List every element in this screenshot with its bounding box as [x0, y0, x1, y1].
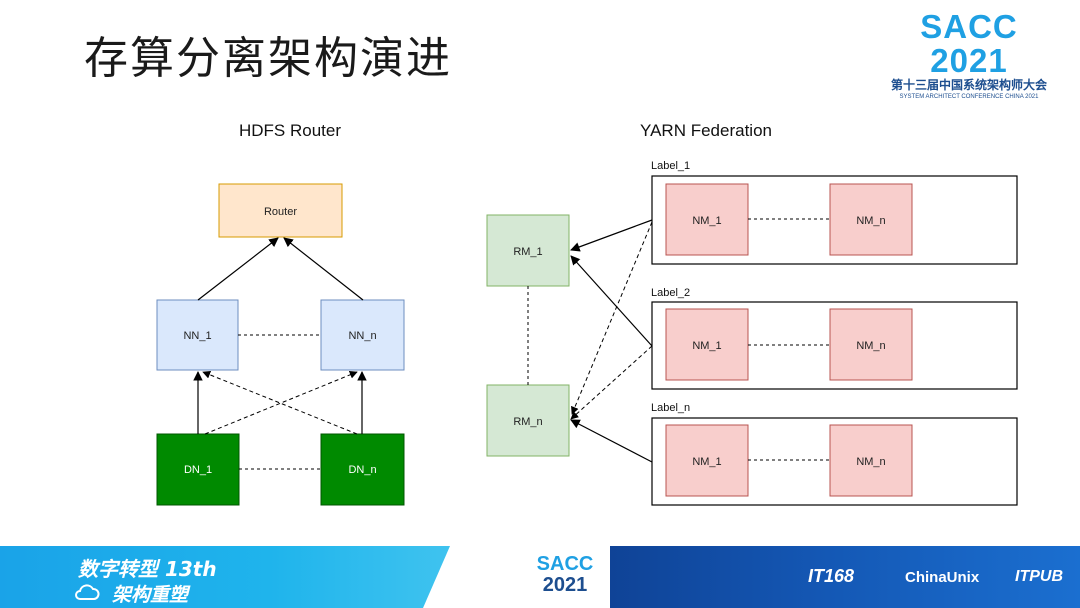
page-title: 存算分离架构演进: [84, 33, 452, 84]
dn1-to-nnn-dashed-arrow: [204, 371, 358, 435]
footer-banner: 数字转型 13th 架构重塑 IT168 ChinaUnix ITPUB SAC…: [0, 546, 1080, 608]
sponsor-itpub: ITPUB: [1015, 568, 1063, 585]
sponsor-chinaunix: ChinaUnix: [905, 569, 980, 586]
dnn-label: DN_n: [348, 464, 376, 476]
router-label: Router: [264, 206, 297, 218]
group1-label: Label_1: [651, 160, 690, 172]
label-group-n: Label_n NM_1 NM_n: [651, 402, 1018, 506]
architecture-diagram: HDFS Router Router NN_1 NN_n DN_1 DN_n Y…: [156, 121, 1018, 506]
nnn-node: NN_n: [320, 299, 405, 371]
dnn-to-nn1-dashed-arrow: [202, 370, 358, 435]
dn1-node: DN_1: [156, 433, 240, 506]
group2-to-rmn-dashed-arrow: [570, 345, 653, 420]
rmn-node: RM_n: [486, 384, 570, 457]
logo-sub-text: 第十三届中国系统架构师大会: [890, 78, 1047, 92]
group1-nmn-box: [829, 183, 913, 256]
nn1-to-router-arrow: [197, 237, 279, 301]
nnn-to-router-arrow: [283, 237, 364, 301]
nn1-label: NN_1: [183, 330, 211, 342]
hdfs-router-title: HDFS Router: [239, 121, 341, 140]
nnn-label: NN_n: [348, 330, 376, 342]
cloud-icon: [75, 584, 100, 600]
router-node: Router: [218, 183, 343, 238]
yarn-federation-title: YARN Federation: [640, 121, 772, 140]
group2-to-rm1-arrow: [570, 255, 653, 347]
footer-slogan-panel: 数字转型 13th 架构重塑: [0, 546, 450, 608]
group1-nmn-label: NM_n: [856, 215, 885, 227]
dnn-node: DN_n: [320, 433, 405, 506]
sacc-logo: SACC 2021 第十三届中国系统架构师大会 SYSTEM ARCHITECT…: [884, 10, 1054, 101]
group1-to-rmn-dashed-arrow: [571, 221, 653, 415]
dn1-label: DN_1: [184, 464, 212, 476]
groupn-label: Label_n: [651, 402, 690, 414]
slogan-line1: 数字转型 13th: [78, 557, 217, 581]
groupn-to-rmn-arrow: [570, 419, 653, 463]
groupn-nmn-box: [829, 424, 913, 497]
sponsor-it168: IT168: [808, 566, 855, 586]
label-group-1: Label_1 NM_1 NM_n: [651, 160, 1018, 265]
logo-english-text: SYSTEM ARCHITECT CONFERENCE CHINA 2021: [899, 94, 1039, 100]
group2-nm1-box: [665, 308, 749, 381]
rm1-label: RM_1: [513, 246, 542, 258]
group2-nmn-box: [829, 308, 913, 381]
groupn-nm1-label: NM_1: [692, 456, 721, 468]
label-group-2: Label_2 NM_1 NM_n: [651, 287, 1018, 390]
footer-logo-bottom: 2021: [542, 574, 588, 596]
group1-to-rm1-arrow: [570, 219, 653, 252]
rm1-node: RM_1: [486, 214, 570, 287]
rmn-label: RM_n: [513, 416, 542, 428]
group2-label: Label_2: [651, 287, 690, 299]
footer-sponsor-panel: IT168 ChinaUnix ITPUB: [520, 546, 1080, 608]
footer-logo-top: SACC: [536, 553, 594, 575]
group1-nm1-label: NM_1: [692, 215, 721, 227]
group2-nm1-label: NM_1: [692, 340, 721, 352]
nn1-node: NN_1: [156, 299, 239, 371]
footer-sacc-logo: SACC 2021: [520, 546, 610, 608]
logo-main-text: SACC 2021: [920, 8, 1018, 79]
group1-nm1-box: [665, 183, 749, 256]
groupn-nm1-box: [665, 424, 749, 497]
group2-nmn-label: NM_n: [856, 340, 885, 352]
slogan-line2: 架构重塑: [112, 584, 189, 606]
groupn-nmn-label: NM_n: [856, 456, 885, 468]
